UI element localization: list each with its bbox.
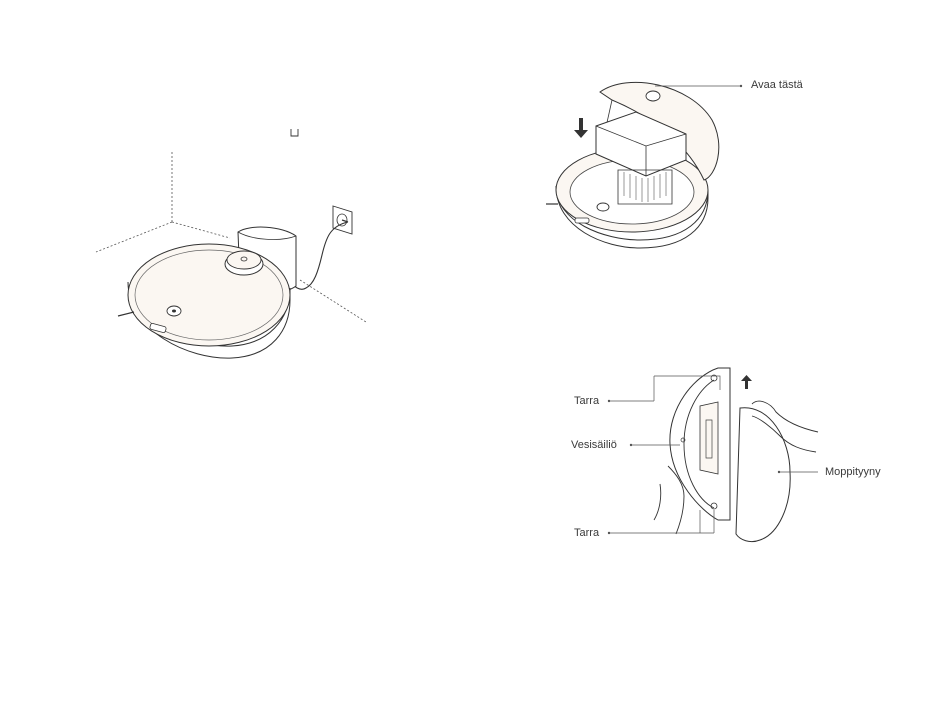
water-tank — [670, 368, 730, 520]
callout-sticker-bottom: Tarra — [574, 527, 599, 539]
callout-mop-pad: Moppityyny — [825, 466, 881, 478]
mop-pad — [736, 408, 790, 542]
up-arrow-icon — [741, 375, 752, 389]
callout-sticker-top: Tarra — [574, 395, 599, 407]
callout-water-tank: Vesisäiliö — [571, 439, 617, 451]
